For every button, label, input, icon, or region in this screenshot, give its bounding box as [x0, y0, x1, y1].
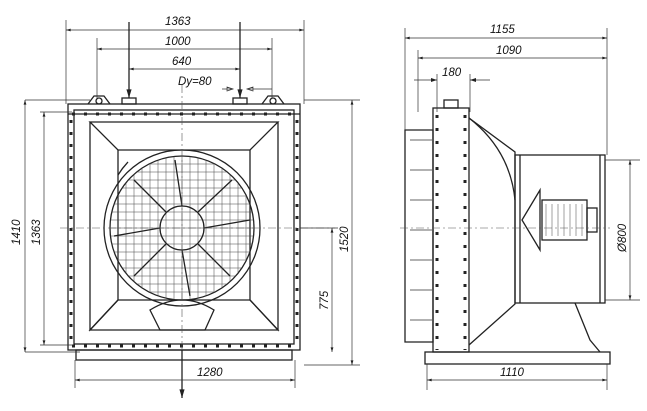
dim-nozzle: Dy=80: [178, 76, 212, 88]
dim-base-length: 1110: [500, 367, 524, 379]
fan-housing: [514, 154, 606, 304]
dim-width-total: 1363: [165, 16, 191, 28]
outlet-nozzle: [232, 97, 248, 105]
side-view: 1155 1090 180 Ø800 1110: [400, 24, 640, 390]
dim-base-width: 1280: [197, 367, 223, 379]
dim-depth-total: 1155: [490, 24, 515, 36]
front-body-outline: [67, 103, 301, 351]
motor-support: [149, 299, 215, 331]
dim-fan-diameter: Ø800: [617, 223, 629, 253]
motor: [541, 199, 588, 241]
dim-height-right: 1520: [339, 226, 351, 252]
lifting-lug-right: [261, 95, 285, 105]
dim-pipe-spacing: 1000: [165, 36, 191, 48]
dim-height-total: 1410: [11, 219, 23, 245]
front-view: 1363 1000 640 Dy=80 1410 1363 1520 775 1…: [11, 16, 360, 398]
side-base-frame: [424, 351, 611, 365]
dim-axis-height: 775: [319, 290, 331, 310]
rotation-arrow-icon: [117, 161, 129, 176]
base-frame: [75, 349, 293, 361]
inlet-nozzle: [121, 97, 137, 105]
coil-block: [432, 107, 470, 353]
dim-inner-spacing: 640: [172, 56, 192, 68]
dim-depth-body: 1090: [496, 45, 522, 57]
dim-coil-depth: 180: [442, 67, 462, 79]
dim-height-body: 1363: [31, 219, 43, 245]
lifting-lug-left: [87, 95, 111, 105]
fan-hood: [468, 117, 516, 346]
